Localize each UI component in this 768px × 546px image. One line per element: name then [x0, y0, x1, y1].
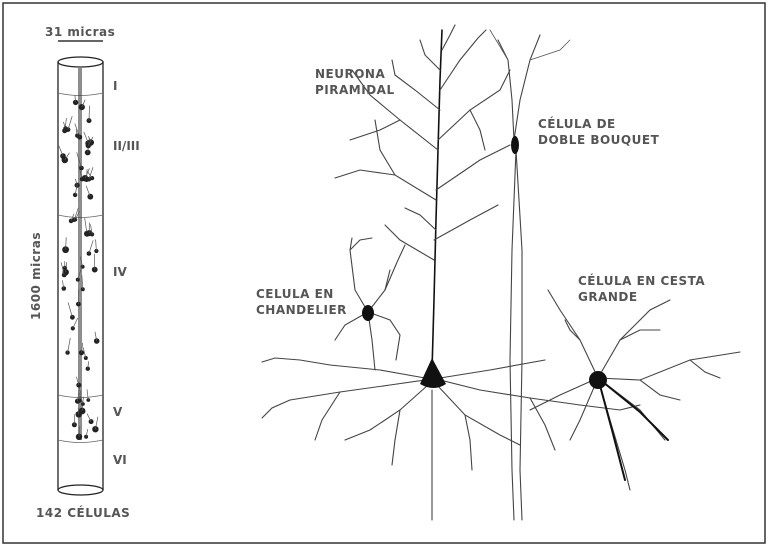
- chandelier-soma: [362, 305, 374, 321]
- layer-label-2-3: II/III: [113, 139, 140, 153]
- double-bouquet-label-line1: CÉLULA DE: [538, 116, 616, 131]
- basket-soma: [589, 371, 607, 389]
- pyramidal-label-line2: PIRAMIDAL: [315, 83, 395, 97]
- basket-label-line1: CÉLULA EN CESTA: [578, 273, 705, 288]
- chandelier-label-line2: CHANDELIER: [256, 303, 347, 317]
- column-cell-process: [89, 106, 90, 121]
- width-scale-label: 31 micras: [45, 25, 115, 39]
- column-cell-body: [87, 251, 92, 256]
- pyramidal-label-line1: NEURONA: [315, 67, 385, 81]
- layer-label-1: I: [113, 79, 117, 93]
- cell-count-label: 142 CÉLULAS: [36, 505, 130, 520]
- chandelier-label-line1: CELULA EN: [256, 287, 334, 301]
- column-bottom-cap: [58, 485, 103, 495]
- column-cell-body: [87, 194, 93, 200]
- basket-label-line2: GRANDE: [578, 290, 638, 304]
- height-scale-label: 1600 micras: [29, 232, 43, 320]
- column-cell-process: [78, 408, 79, 415]
- column-top-cap: [58, 57, 103, 67]
- double-bouquet-soma: [511, 136, 519, 154]
- layer-label-5: V: [113, 405, 123, 419]
- layer-label-6: VI: [113, 453, 127, 467]
- layer-label-4: IV: [113, 265, 127, 279]
- double-bouquet-label-line2: DOBLE BOUQUET: [538, 133, 660, 147]
